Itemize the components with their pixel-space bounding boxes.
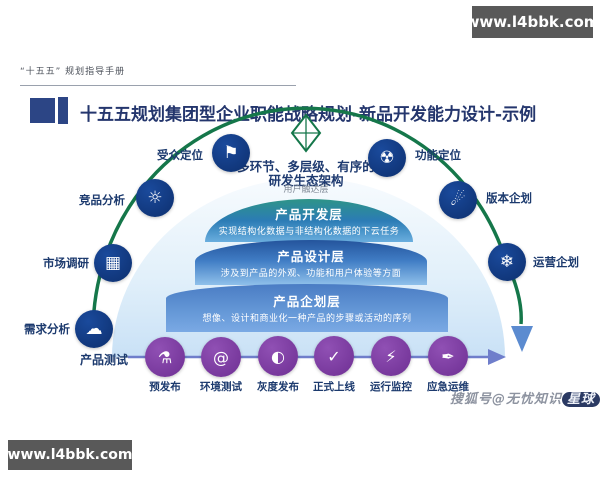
arch-heading-line1: 多环节、多层级、有序的	[237, 159, 375, 174]
arc-node-label: 受众定位	[157, 148, 203, 162]
layer-title: 产品设计层	[277, 249, 345, 264]
arc-node-operations-planning: ❄	[488, 243, 526, 281]
step-emergency-ops: ✒	[428, 336, 468, 376]
page-title: 十五五规划集团型企业职能战略规划-新品开发能力设计-示例	[80, 105, 537, 125]
step-env-test: @	[201, 337, 241, 377]
arc-node-competitor-analysis: ☼	[136, 179, 174, 217]
power-icon: ⚡	[385, 346, 397, 366]
arc-node-label: 市场调研	[43, 256, 89, 270]
arc-node-label: 竞品分析	[79, 193, 125, 207]
arc-end-arrowhead	[511, 326, 533, 352]
step-label: 灰度发布	[257, 381, 299, 393]
half-gray-icon: ◐	[271, 346, 285, 366]
step-label: 环境测试	[200, 381, 242, 393]
fan-icon: ☢	[379, 148, 395, 168]
watermark-sohu-badge: 星球	[561, 392, 600, 407]
arc-node-market-research: ▦	[94, 244, 132, 282]
layer-desc: 实现结构化数据与非结构化数据的下云任务	[218, 227, 400, 237]
layer-desc: 想像、设计和商业化一种产品的步骤或活动的序列	[202, 314, 412, 324]
touch-layer-label: 用户触达层	[283, 185, 329, 195]
cloud-signal-icon: ☁	[85, 319, 103, 339]
watermark-sohu-text: 搜狐号@无忧知识	[449, 392, 562, 407]
layer-desc: 涉及到产品的外观、功能和用户体验等方面	[220, 269, 402, 279]
arc-node-demand-analysis: ☁	[75, 310, 113, 348]
idea-bulb-icon: ☼	[147, 188, 163, 208]
flask-icon: ⚗	[157, 347, 173, 367]
title-bullet-bar	[58, 97, 68, 124]
handbook-note: “十五五” 规划指导手册	[20, 67, 126, 77]
survey-machine-icon: ▦	[104, 253, 122, 273]
step-label: 应急运维	[427, 381, 469, 393]
step-official-launch: ✓	[314, 336, 354, 376]
arch-heading: 多环节、多层级、有序的 研发生态架构	[206, 160, 406, 188]
arch-heading-line2: 研发生态架构	[268, 173, 344, 188]
header-divider	[20, 85, 296, 86]
check-icon: ✓	[327, 346, 341, 366]
step-run-monitoring: ⚡	[371, 336, 411, 376]
arc-node-label: 需求分析	[24, 322, 70, 336]
product-test-label: 产品测试	[80, 353, 129, 367]
step-label: 正式上线	[313, 381, 355, 393]
comet-star-icon: ☄	[450, 190, 466, 210]
layer-title: 产品企划层	[273, 294, 341, 309]
layer-product-design: 产品设计层 涉及到产品的外观、功能和用户体验等方面	[195, 240, 427, 285]
watermark-top-right: www.l4bbk.com	[466, 6, 599, 38]
feather-pen-icon: ✒	[441, 346, 455, 366]
arc-node-version-planning: ☄	[439, 181, 477, 219]
step-label: 预发布	[149, 381, 181, 393]
layer-product-planning: 产品企划层 想像、设计和商业化一种产品的步骤或活动的序列	[166, 284, 448, 332]
step-label: 运行监控	[370, 381, 412, 393]
arc-node-label: 版本企划	[486, 191, 532, 205]
flag-icon: ⚑	[223, 143, 239, 163]
arc-node-audience-positioning: ⚑	[212, 134, 250, 172]
arc-node-function-positioning: ☢	[368, 139, 406, 177]
arc-node-label: 运营企划	[533, 255, 579, 269]
arc-node-label: 功能定位	[415, 148, 461, 162]
title-bullet-square	[30, 98, 55, 123]
layer-title: 产品开发层	[275, 207, 343, 222]
step-gray-release: ◐	[258, 336, 298, 376]
pipeline-arrowhead	[488, 349, 506, 365]
watermark-sohu: 搜狐号@无忧知识星球	[430, 388, 600, 407]
watermark-bottom-left: www.l4bbk.com	[8, 440, 132, 470]
spiral-icon: @	[213, 347, 229, 367]
snowflake-icon: ❄	[499, 252, 515, 272]
step-pre-release: ⚗	[145, 337, 185, 377]
